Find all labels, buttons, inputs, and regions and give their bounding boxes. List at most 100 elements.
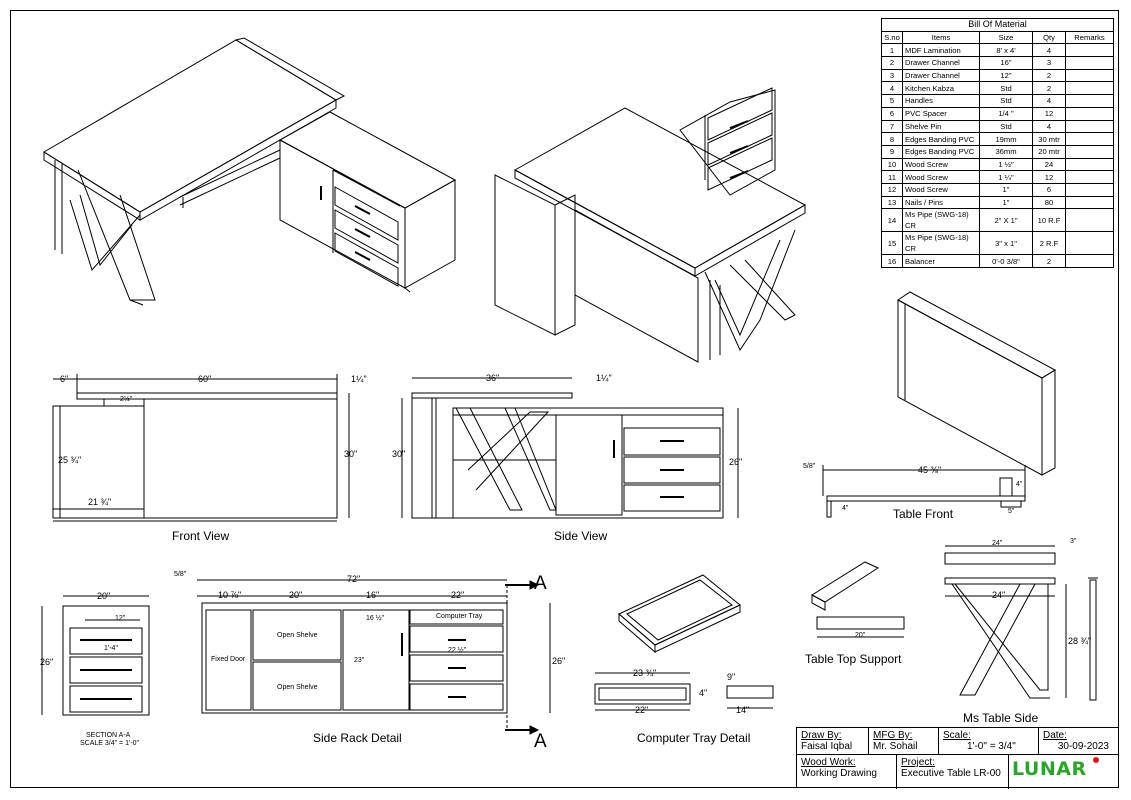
dim-label: 24": [992, 540, 1003, 547]
front-view: [52, 374, 350, 522]
date-value: 30-09-2023: [1057, 741, 1109, 752]
dim-label: 10 ⅞": [218, 590, 242, 600]
bom-cell: Shelve Pin: [902, 119, 980, 134]
bom-cell: [1065, 132, 1114, 146]
bom-cell: MDF Lamination: [902, 43, 980, 58]
dim-label: 25 ¾": [58, 455, 82, 465]
bom-cell: [1065, 81, 1114, 96]
dim-label: 22 ½": [448, 647, 467, 654]
bom-header-cell: Remarks: [1065, 30, 1114, 45]
bom-cell: 3: [881, 68, 903, 83]
title-block-draw-by: Draw By: Faisal Iqbal: [797, 728, 869, 755]
bom-cell: 1 ½": [979, 157, 1033, 172]
bom-cell: [1065, 254, 1114, 268]
bom-title: Bill Of Material: [881, 18, 1114, 32]
dim-label: 1'-4": [104, 645, 118, 652]
bom-header-cell: Items: [902, 30, 980, 45]
dim-label: 22": [635, 705, 649, 715]
dim-label: 6": [60, 374, 69, 384]
bom-cell: 4: [1032, 119, 1066, 134]
bom-cell: [1065, 56, 1114, 70]
title-block: Draw By: Faisal Iqbal MFG By: Mr. Sohail…: [796, 727, 1119, 789]
bom-cell: 0'-0 3/8": [979, 254, 1033, 268]
bom-cell: 10 R.F: [1032, 208, 1066, 233]
dim-label: 23": [354, 657, 365, 664]
bom-header-cell: Size: [979, 30, 1033, 45]
side-rack-detail-title: Side Rack Detail: [313, 731, 402, 745]
scale-label: Scale:: [943, 730, 971, 741]
bom-cell: 12": [979, 68, 1033, 83]
bom-cell: Drawer Channel: [902, 56, 980, 70]
bom-cell: 2: [1032, 68, 1066, 83]
bom-cell: 8: [881, 132, 903, 146]
bom-cell: Balancer: [902, 254, 980, 268]
bom-cell: 15: [881, 231, 903, 256]
bom-cell: [1065, 94, 1114, 108]
bom-cell: 8' x 4': [979, 43, 1033, 58]
lunar-logo: LUNAR: [1012, 758, 1087, 780]
bom-cell: PVC Spacer: [902, 106, 980, 121]
project-value: Executive Table LR-00: [901, 768, 1001, 779]
bom-cell: 12: [1032, 106, 1066, 121]
bom-cell: 4: [881, 81, 903, 96]
table-top-support: [811, 561, 905, 638]
section-aa: [41, 595, 150, 716]
bom-cell: 6: [881, 106, 903, 121]
dim-label: 26": [40, 657, 54, 667]
dim-label: 60": [198, 374, 212, 384]
bom-cell: 9: [881, 144, 903, 159]
bom-cell: Drawer Channel: [902, 68, 980, 83]
bom-cell: Wood Screw: [902, 182, 980, 197]
title-block-project: Project: Executive Table LR-00: [897, 755, 1009, 789]
bom-cell: 1/4 ": [979, 106, 1033, 121]
bom-cell: 1": [979, 182, 1033, 197]
ms-table-side: [944, 545, 1098, 701]
ms-table-side-title: Ms Table Side: [963, 711, 1039, 725]
bom-cell: 5: [881, 94, 903, 108]
bom-cell: [1065, 170, 1114, 184]
isometric-view-right: [494, 87, 807, 363]
bom-cell: 1 ¼": [979, 170, 1033, 184]
bom-cell: Std: [979, 81, 1033, 96]
computer-tray-detail-title: Computer Tray Detail: [637, 731, 751, 745]
bom-cell: 6: [1032, 182, 1066, 197]
bom-cell: 30 mtr: [1032, 132, 1066, 146]
bom-cell: 12: [1032, 170, 1066, 184]
rack-label-computer-tray: Computer Tray: [436, 613, 483, 620]
scale-value: 1'-0" = 3/4": [967, 741, 1016, 752]
title-block-scale: Scale: 1'-0" = 3/4": [939, 728, 1039, 755]
isometric-view-left: [43, 37, 457, 306]
bom-cell: Wood Screw: [902, 157, 980, 172]
dim-label: 28 ¾": [1068, 636, 1092, 646]
bom-cell: Edges Banding PVC: [902, 144, 980, 159]
side-view: [401, 377, 739, 519]
draw-by-value: Faisal Iqbal: [801, 741, 853, 752]
bom-header-cell: Qty: [1032, 30, 1066, 45]
bom-cell: 19mm: [979, 132, 1033, 146]
dim-label: 16": [366, 590, 380, 600]
bom-cell: 7: [881, 119, 903, 134]
rack-label-fixed-door: Fixed Door: [211, 656, 246, 663]
mfg-by-value: Mr. Sohail: [873, 741, 918, 752]
bom-cell: [1065, 68, 1114, 83]
dim-label: 1¼": [351, 374, 367, 384]
section-aa-title: SECTION A-A: [86, 732, 131, 739]
dim-label: 4": [699, 688, 708, 698]
bom-header-cell: S.no: [881, 30, 903, 45]
bom-cell: 3" x 1": [979, 231, 1033, 256]
bom-header-row: S.no Items Size Qty Remarks: [881, 30, 1114, 45]
wood-work-label: Wood Work:: [801, 757, 856, 768]
dim-label: 16 ½": [366, 615, 385, 622]
